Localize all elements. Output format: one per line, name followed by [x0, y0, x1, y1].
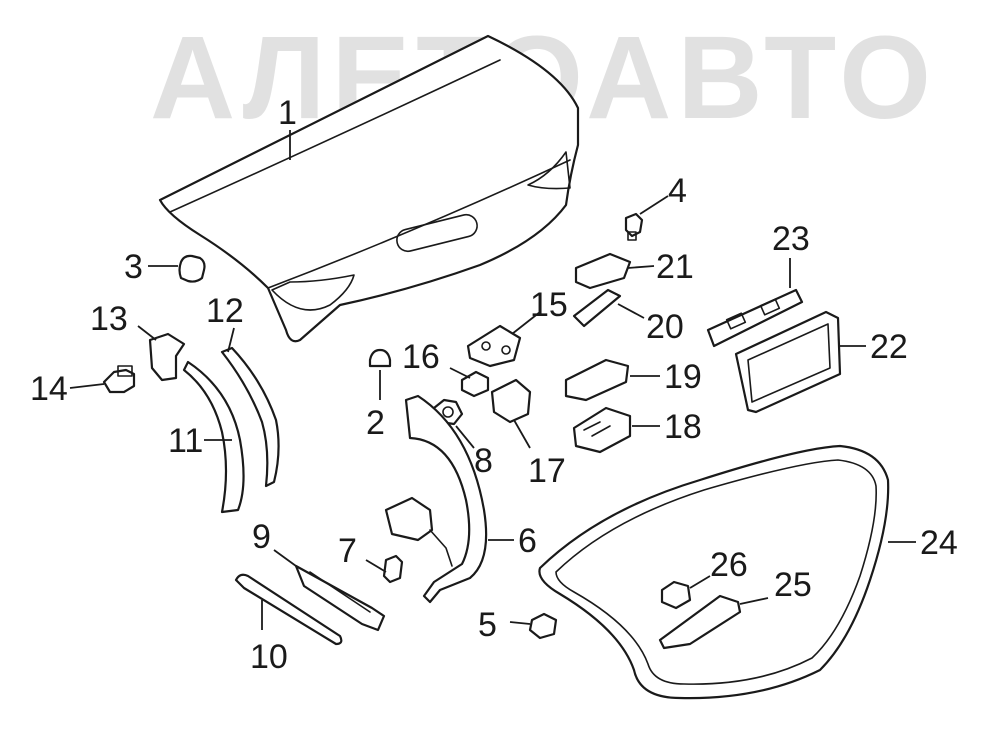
- part-12-strip: [220, 346, 280, 488]
- callout-15: 15: [530, 286, 568, 324]
- part-18-switch: [572, 406, 632, 454]
- part-25-bracket: [658, 594, 742, 650]
- callout-3: 3: [124, 248, 143, 286]
- part-23-plate: [706, 288, 804, 348]
- part-7-bolt: [382, 554, 404, 584]
- part-20-strip: [572, 288, 622, 328]
- callout-14: 14: [30, 370, 68, 408]
- callout-16: 16: [402, 338, 440, 376]
- callout-10: 10: [250, 638, 288, 676]
- part-19-handle: [564, 358, 630, 402]
- callout-7: 7: [338, 532, 357, 570]
- part-17-block: [490, 378, 532, 424]
- part-6-hinge: [384, 394, 488, 604]
- callout-18: 18: [664, 408, 702, 446]
- callout-22: 22: [870, 328, 908, 366]
- callout-13: 13: [90, 300, 128, 338]
- callout-1: 1: [278, 94, 297, 132]
- callout-8: 8: [474, 442, 493, 480]
- part-22-plate-bracket: [734, 310, 842, 414]
- callout-17: 17: [528, 452, 566, 490]
- callout-24: 24: [920, 524, 958, 562]
- callout-2: 2: [366, 404, 385, 442]
- part-24-seal: [538, 444, 890, 700]
- callout-labels: 1 2 3 4 5 6 7 8 9 10 11 12 13 14 15 16 1…: [30, 94, 958, 676]
- trunk-lid: [158, 34, 580, 343]
- callout-19: 19: [664, 358, 702, 396]
- part-11-trim: [182, 360, 245, 514]
- callout-26: 26: [710, 546, 748, 584]
- callout-9: 9: [252, 518, 271, 556]
- part-26-nut: [660, 580, 692, 610]
- part-2-grommet: [368, 348, 392, 368]
- part-14-clip: [102, 365, 136, 394]
- callout-20: 20: [646, 308, 684, 346]
- callout-11: 11: [168, 422, 203, 460]
- callout-25: 25: [774, 566, 812, 604]
- callout-23: 23: [772, 220, 810, 258]
- part-4-bolt: [624, 212, 644, 241]
- part-3-bumper: [178, 254, 206, 283]
- part-10-rod: [234, 573, 343, 646]
- callout-4: 4: [668, 172, 687, 210]
- callout-21: 21: [656, 248, 694, 286]
- part-9-strut: [294, 564, 386, 632]
- callout-12: 12: [206, 292, 244, 330]
- part-15-latch: [466, 324, 522, 368]
- leader-lines: [69, 130, 916, 630]
- part-13-bracket: [148, 332, 186, 382]
- callout-6: 6: [518, 522, 537, 560]
- part-5-bolt: [528, 612, 558, 640]
- part-21-trim: [574, 252, 632, 290]
- callout-5: 5: [478, 606, 497, 644]
